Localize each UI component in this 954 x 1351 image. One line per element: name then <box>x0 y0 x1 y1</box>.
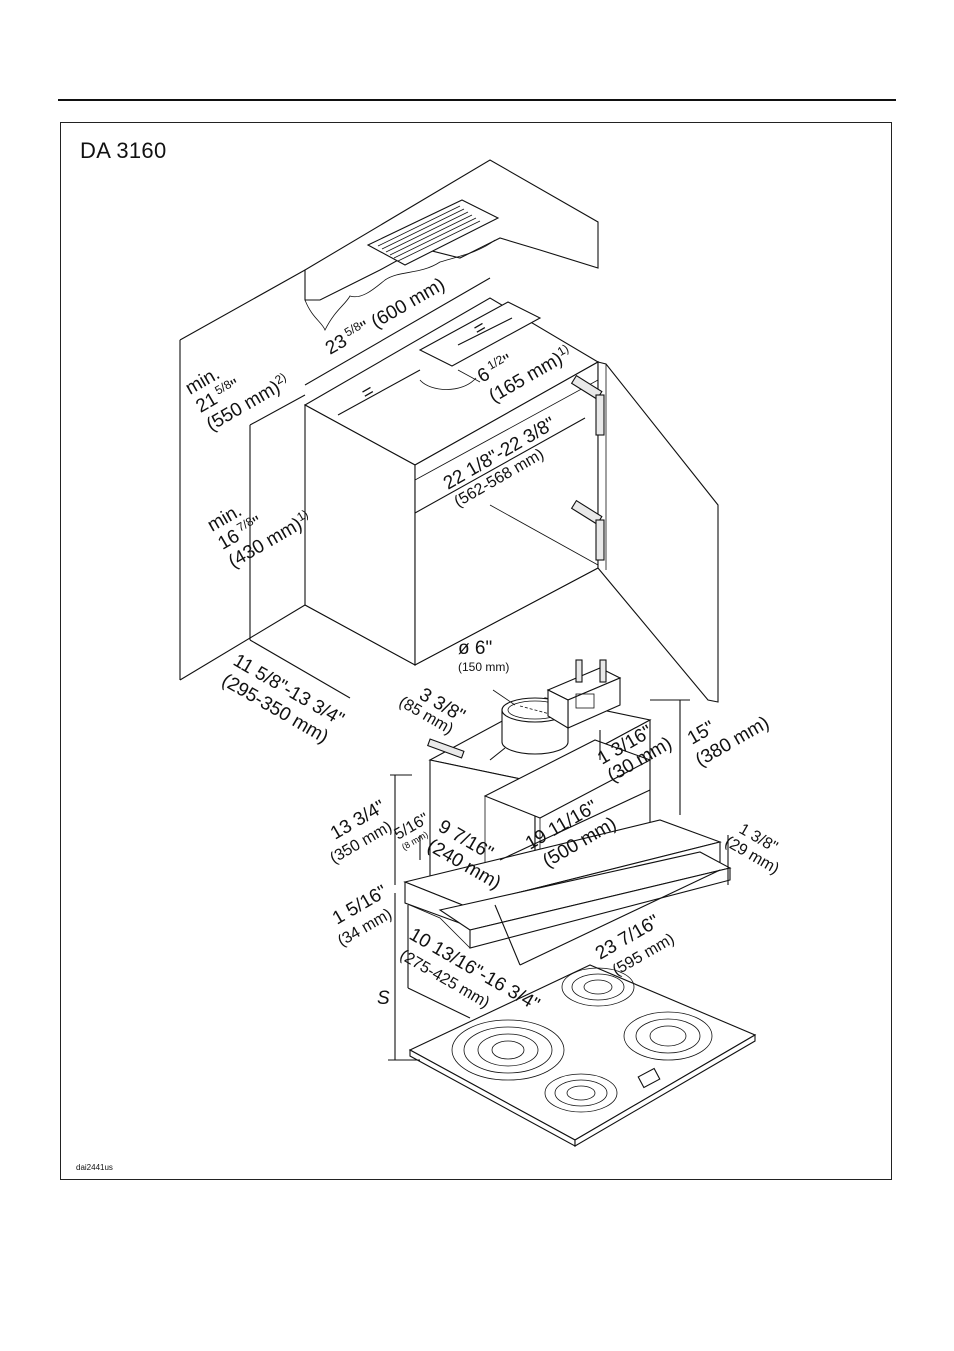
svg-text:ø 6": ø 6" <box>458 638 492 659</box>
label-duct-position: 3 3/8" (85 mm) <box>396 684 469 738</box>
hood-visor <box>403 819 732 949</box>
burner-right <box>623 1011 713 1061</box>
burner-front <box>544 1073 618 1113</box>
model-title: DA 3160 <box>80 138 167 163</box>
svg-text:(150 mm): (150 mm) <box>458 660 509 674</box>
mounting-bracket-top <box>427 659 622 759</box>
cabinet-dimension-lines <box>179 269 586 699</box>
label-min-cabinet-height: min. 167/8" (430 mm)1) <box>204 500 311 573</box>
control-knob-icon <box>637 1067 661 1089</box>
label-front-height: 1 5/16" (34 mm) <box>329 881 395 950</box>
figure-code: dai2441us <box>76 1163 113 1172</box>
hood-dimension-lines <box>388 689 729 1061</box>
diagram-frame <box>60 122 892 1180</box>
cooktop <box>408 964 757 1147</box>
wall-cabinet <box>303 297 600 666</box>
burner-large <box>451 1019 565 1081</box>
ceiling-vent-grille <box>377 205 481 262</box>
label-unit-height: 13 3/4" (350 mm) <box>327 796 395 867</box>
ceiling-soffit <box>304 159 599 331</box>
burner-back <box>561 967 635 1007</box>
header-rule <box>58 99 896 101</box>
label-duct-diameter: ø 6" (150 mm) <box>458 638 509 674</box>
label-safety-distance: S <box>377 988 390 1009</box>
label-unit-depth: 15" (380 mm) <box>684 712 773 771</box>
label-min-total-height: min. 215/8" (550 mm)2) <box>182 363 289 436</box>
cabinet-door <box>570 361 719 703</box>
label-visor-height: 1 3/8" (29 mm) <box>722 821 782 878</box>
label-cabinet-depth: 11 5/8"-13 3/4" (295-350 mm) <box>218 650 347 748</box>
